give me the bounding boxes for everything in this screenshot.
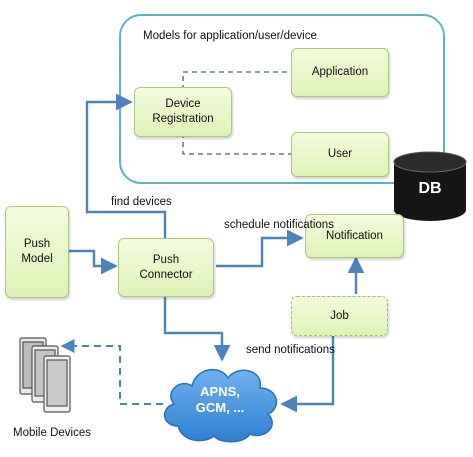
push-connector-label: Push Connector: [139, 253, 193, 281]
application-node[interactable]: Application: [291, 48, 389, 97]
registration-user-link: [182, 133, 291, 155]
push-model-node[interactable]: Push Model: [5, 206, 69, 298]
schedule-notifications-arrow: [216, 229, 304, 268]
job-node[interactable]: Job: [291, 296, 388, 336]
send-notifications-arrow: [280, 336, 335, 413]
find-devices-arrow: [85, 93, 167, 238]
find-devices-label: find devices: [111, 196, 172, 208]
models-container-title: Models for application/user/device: [143, 30, 317, 42]
db-node[interactable]: [392, 150, 468, 226]
mobile-devices-label: Mobile Devices: [13, 427, 91, 439]
device-registration-node[interactable]: Device Registration: [134, 87, 232, 137]
push-model-label: Push Model: [21, 238, 53, 265]
user-node[interactable]: User: [291, 132, 389, 177]
application-label: Application: [311, 66, 369, 78]
apns-label: APNS, GCM, ...: [195, 384, 245, 415]
connector-to-cloud-arrow: [163, 297, 231, 362]
mobile-devices-icon: [19, 337, 71, 413]
registration-application-link: [182, 71, 291, 90]
apns-cloud-node[interactable]: [156, 356, 286, 446]
job-label: Job: [330, 309, 349, 322]
model-to-connector-arrow: [69, 249, 118, 275]
device-registration-label: Device Registration: [152, 98, 214, 125]
schedule-notifications-label: schedule notifications: [224, 219, 334, 231]
user-label: User: [327, 148, 353, 160]
send-notifications-label: send notifications: [246, 344, 335, 356]
notification-label: Notification: [326, 229, 383, 242]
push-connector-node[interactable]: Push Connector: [118, 238, 214, 297]
cloud-to-devices-link: [60, 339, 163, 405]
notification-node[interactable]: Notification: [305, 214, 404, 258]
db-label: DB: [418, 180, 442, 197]
